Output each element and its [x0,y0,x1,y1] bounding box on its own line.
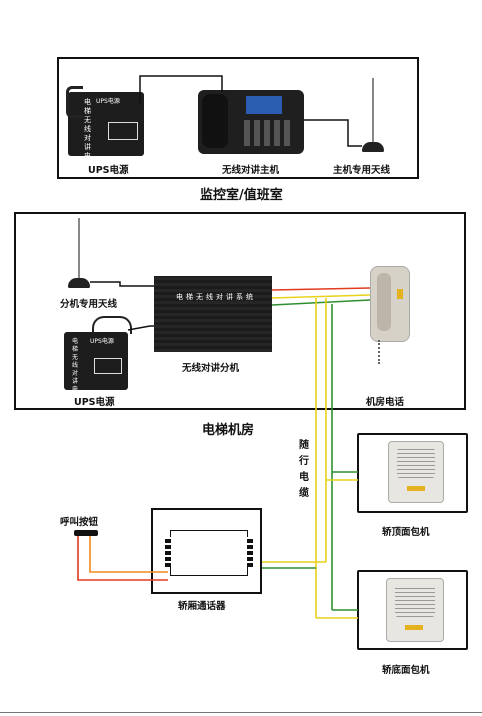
car-top-label: 轿顶面包机 [382,527,430,538]
intercom-host [198,90,304,154]
ups-label-machine: UPS电源 [74,397,115,408]
host-antenna-label: 主机专用天线 [333,165,391,176]
extension-antenna-icon [78,218,80,284]
machine-room-title: 电梯机房 [202,423,255,438]
control-room-frame [57,57,419,179]
ups-icon-machine [94,358,122,374]
extension-label: 无线对讲分机 [182,363,240,374]
phone-indicator [397,289,403,299]
car-bottom-grille [395,585,435,617]
host-handset [202,94,228,148]
traveling-cable-label: 随行电缆 [299,440,309,499]
wire-host-antenna [304,119,362,147]
machine-room-frame [14,212,466,410]
car-bottom-speaker [386,578,444,642]
wire-button-intercom-red [77,536,168,581]
host-screen [246,96,282,114]
car-intercom-terminals-left [165,537,171,567]
car-intercom-device [165,530,253,576]
control-room-title: 监控室/值班室 [200,188,283,203]
ups-handle [66,86,83,118]
ups-device-machine: UPS电源 电梯无线对讲电源 [64,332,128,401]
car-intercom-frame [151,508,262,594]
phone-label: 机房电话 [366,397,405,408]
ups-cable-machine [92,316,132,334]
wire-extension-phone-red [271,287,371,291]
ups-face-side: 电梯无线对讲电源 [84,98,91,169]
ups-face-title-machine: UPS电源 [90,338,114,345]
extension-face: 电梯无线对讲系统 [176,293,256,301]
phone-handset [377,273,391,331]
host-label: 无线对讲主机 [222,165,280,176]
wire-ups-extension [127,325,154,331]
car-top-frame [357,433,468,513]
host-keypad [244,120,292,146]
wire-extension-phone-green [271,299,371,306]
car-intercom-label: 轿厢通话器 [178,601,226,612]
call-button-label: 呼叫按钮 [60,517,99,528]
ups-device-control: UPS电源 电梯无线对讲电源 [68,92,144,169]
ups-face-title: UPS电源 [96,98,120,105]
wire-ups-host [139,75,223,104]
machine-room-phone [370,266,410,342]
wire-button-intercom-orange [89,536,168,573]
phone-cord [378,340,392,364]
host-antenna-base [362,142,384,152]
wire-antenna-extension [90,281,154,287]
car-top-grille [397,448,435,478]
ups-face-side-machine: 电梯无线对讲电源 [72,338,79,401]
call-button-icon[interactable] [74,530,98,536]
bottom-rule [0,712,482,713]
extension-antenna-base [68,278,90,288]
car-bottom-label: 轿底面包机 [382,665,430,676]
car-intercom-terminals-right [247,537,253,567]
ups-icon [108,122,138,140]
extension-antenna-label: 分机专用天线 [60,299,118,310]
ups-label-control: UPS电源 [88,165,129,176]
intercom-extension: 电梯无线对讲系统 [154,276,272,352]
car-bottom-indicator [405,625,423,630]
car-top-indicator [407,486,425,491]
host-antenna-icon [372,78,374,146]
wire-extension-phone-yellow [271,294,371,299]
car-top-speaker [388,441,444,503]
